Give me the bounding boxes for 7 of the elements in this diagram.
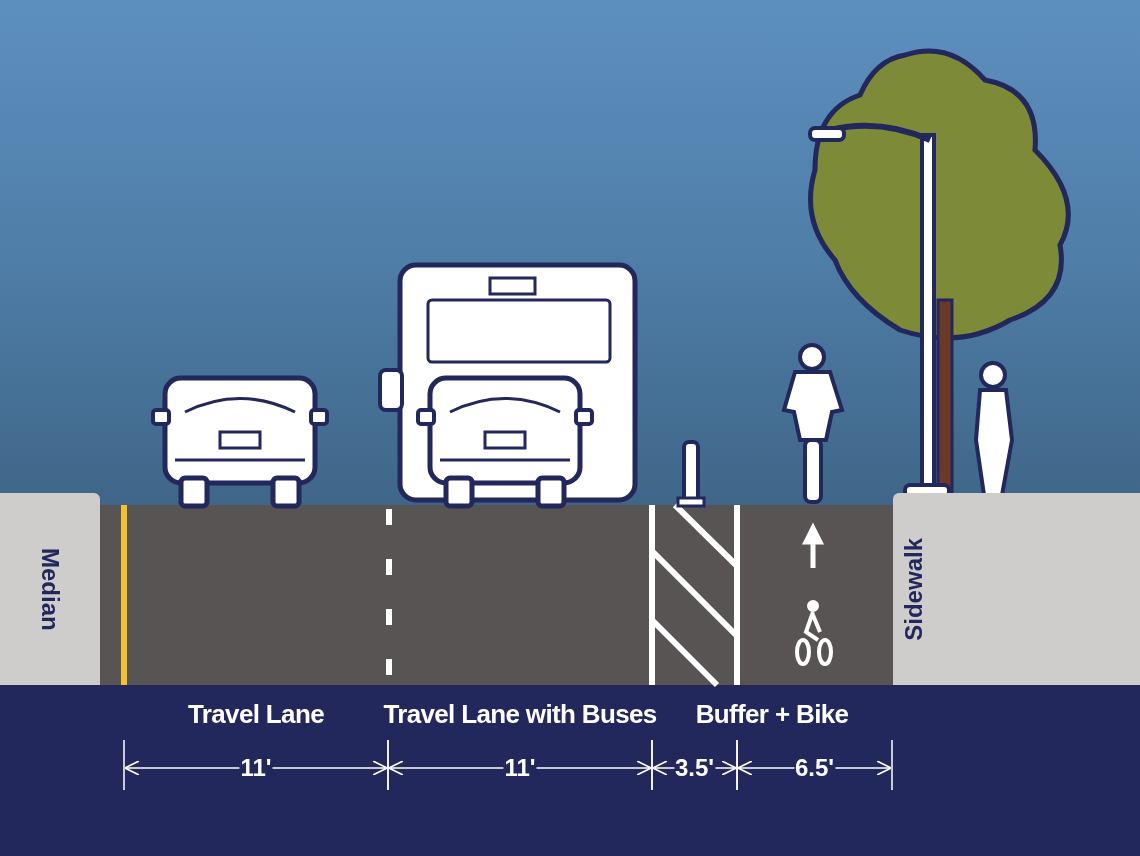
lane-label: Travel Lane with Buses [383,698,657,731]
median-strip [0,493,100,685]
strip-label: Sidewalk [899,537,928,641]
lane-label: Travel Lane [188,698,324,731]
lane-label: Buffer + Bike [695,698,849,731]
strip-label: Median [36,547,65,631]
sidewalk-strip [893,493,1140,685]
